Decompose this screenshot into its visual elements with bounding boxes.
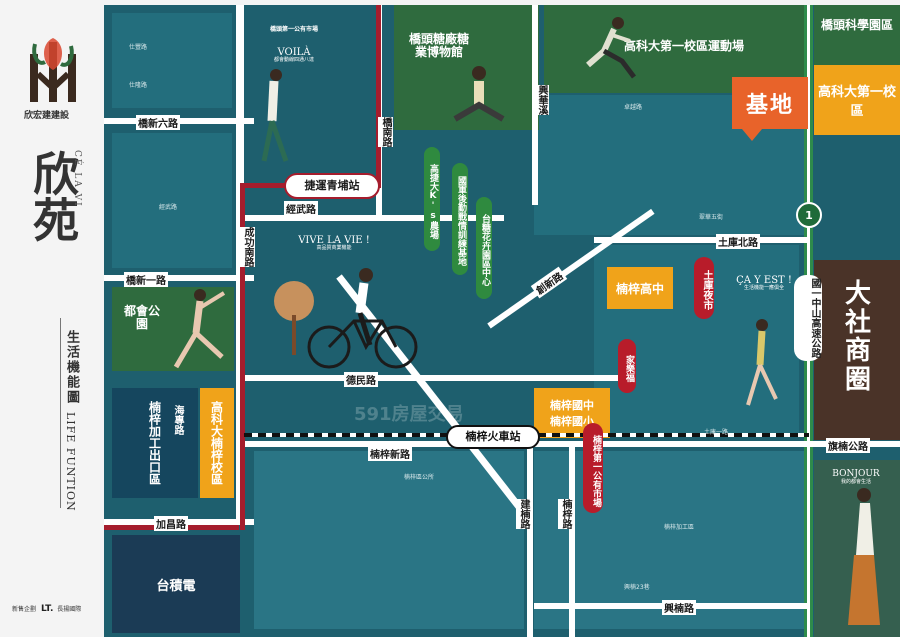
watermark: 591房屋交易 xyxy=(354,404,464,425)
station-nanzi-market[interactable]: 楠梓第一公有市場 xyxy=(583,423,603,513)
station-carrefour[interactable]: 家樂福 xyxy=(618,339,636,393)
flower-center-tag: 台糖花卉園區中心 xyxy=(476,197,492,299)
brand-company: 欣宏建建設 xyxy=(24,111,70,121)
site-badge-pointer-icon xyxy=(742,129,762,141)
tsmc-zone: 台積電 xyxy=(112,535,240,633)
label-xingnan: 興楠路 xyxy=(662,600,696,615)
tree-icon xyxy=(274,281,314,355)
stadium-label: 高科大第一校區運動場 xyxy=(624,39,745,53)
road-nanzi xyxy=(569,445,575,637)
kuas-first-zone: 高科大第一校區 xyxy=(814,65,900,135)
poi-text-5: 翠華五街 xyxy=(699,214,724,221)
station-nanzi-train[interactable]: 楠梓火車站 xyxy=(446,425,540,449)
label-qinan: 旗楠公路 xyxy=(826,438,870,453)
sugar-museum-label: 橋頭糖廠糖業博物館 xyxy=(408,32,469,60)
map-title-en: LIFE FUNTION xyxy=(64,412,77,512)
block-center-south xyxy=(254,451,524,629)
label-chuangxin: 創新路 xyxy=(530,266,568,299)
label-nanzixin: 楠梓新路 xyxy=(368,446,412,461)
label-yongfu: 興華溪 xyxy=(534,85,549,115)
woman-lunge-icon xyxy=(261,69,289,162)
voila-caption: VOILÀ 都會動線四通八達 xyxy=(273,47,314,63)
man-sitting-icon xyxy=(453,66,505,122)
station-qingpu[interactable]: 捷運青埔站 xyxy=(284,173,380,199)
poi-text-6: 楠梓加工區 xyxy=(664,524,695,531)
woman-running-icon xyxy=(746,319,778,406)
label-demin: 德民路 xyxy=(344,372,378,387)
brand-panel: 欣宏建建設 欣苑 CÉ LA VI 生活機能圖 LIFE FUNTION 新售企… xyxy=(0,0,104,637)
poi-text-1: 仕豐路 xyxy=(129,44,148,51)
road-jiannan xyxy=(527,445,533,637)
woman-walking-icon xyxy=(848,488,880,625)
road-tuku-north xyxy=(594,237,809,243)
dushi-park-label: 都會公園 xyxy=(123,304,160,332)
bonjour-caption: BONJOUR 我的都會生活 xyxy=(832,469,880,485)
poi-text-3: 經武路 xyxy=(159,204,178,211)
metro-line-v xyxy=(240,185,245,530)
label-haizhuan: 海專路 xyxy=(172,405,183,435)
cyclist-icon xyxy=(307,268,418,369)
road-jingwu xyxy=(244,215,504,221)
road-qiaoxin1 xyxy=(104,275,254,281)
brand-divider xyxy=(60,318,61,508)
label-jingwu: 經武路 xyxy=(284,201,318,216)
block-left-mid xyxy=(112,133,232,268)
nanzi-epz-zone: 楠梓加工出口區 xyxy=(112,388,198,498)
map-area: 高科大第一校區 楠梓高中 楠梓國中 楠梓國小 高科大楠梓校區 楠梓加工出口區 台… xyxy=(104,5,900,637)
caest-caption: ÇA Y EST ! 生活機能一應俱全 xyxy=(736,275,792,291)
brand-project-cn: 欣苑 xyxy=(26,150,80,242)
label-chenggong: 成功南路 xyxy=(240,227,255,267)
road-demin xyxy=(244,375,624,381)
sales-agent: 新售企劃 LT. 長揚國際 xyxy=(12,604,82,614)
label-qiaonan: 橋南路 xyxy=(378,117,393,147)
brand-project-fr: CÉ LA VI xyxy=(72,150,82,208)
poi-text-8: 興楠23巷 xyxy=(624,584,650,591)
yoga-icon xyxy=(173,289,226,369)
label-qiaoxin6: 橋新六路 xyxy=(136,115,180,130)
runner-icon xyxy=(586,17,636,79)
block-south-mid xyxy=(534,451,804,629)
military-tag: 國軍後勤戰情訓練基地 xyxy=(452,163,468,275)
label-qiaoxin1: 橋新一路 xyxy=(124,272,168,287)
brand-logo-icon xyxy=(30,38,76,102)
block-top-left xyxy=(112,13,232,108)
map-title: 生活機能圖 xyxy=(64,330,79,405)
label-tuku-north: 土庫北路 xyxy=(716,234,760,249)
site-badge[interactable]: 基地 xyxy=(732,77,808,129)
poi-text-4: 卓越路 xyxy=(624,104,643,111)
vivelavie-caption: VIVE LA VIE ! 高品質商業機能 xyxy=(298,235,370,251)
top-right-label: 橋頭科學園區 xyxy=(820,18,893,32)
gongyou-tag: 橋頭第一公有市場 xyxy=(269,26,318,33)
label-nanzi: 楠梓路 xyxy=(558,499,573,529)
dashe-zone xyxy=(814,260,900,440)
poi-text-2: 仕隆路 xyxy=(129,82,148,89)
station-night-market[interactable]: 土庫夜市 xyxy=(694,257,714,319)
kuas-rail-tag: 高捷大K's農場 xyxy=(424,147,440,251)
label-jiachang: 加昌路 xyxy=(154,516,188,531)
freeway-label: 國一中山高速公路 xyxy=(794,275,822,361)
kuas-nanzi-zone: 高科大楠梓校區 xyxy=(200,388,234,498)
freeway-marker-icon: 1 xyxy=(796,202,822,228)
metro-line-v2 xyxy=(376,5,381,188)
label-jiannan: 建楠路 xyxy=(516,499,531,529)
poi-text-7: 楠梓區公所 xyxy=(404,474,435,481)
label-shiku: 土庫一路 xyxy=(704,429,729,436)
dashe-label: 大社商圈 xyxy=(844,279,871,395)
top-right-area xyxy=(814,5,900,65)
nanzi-high-zone: 楠梓高中 xyxy=(607,267,673,309)
